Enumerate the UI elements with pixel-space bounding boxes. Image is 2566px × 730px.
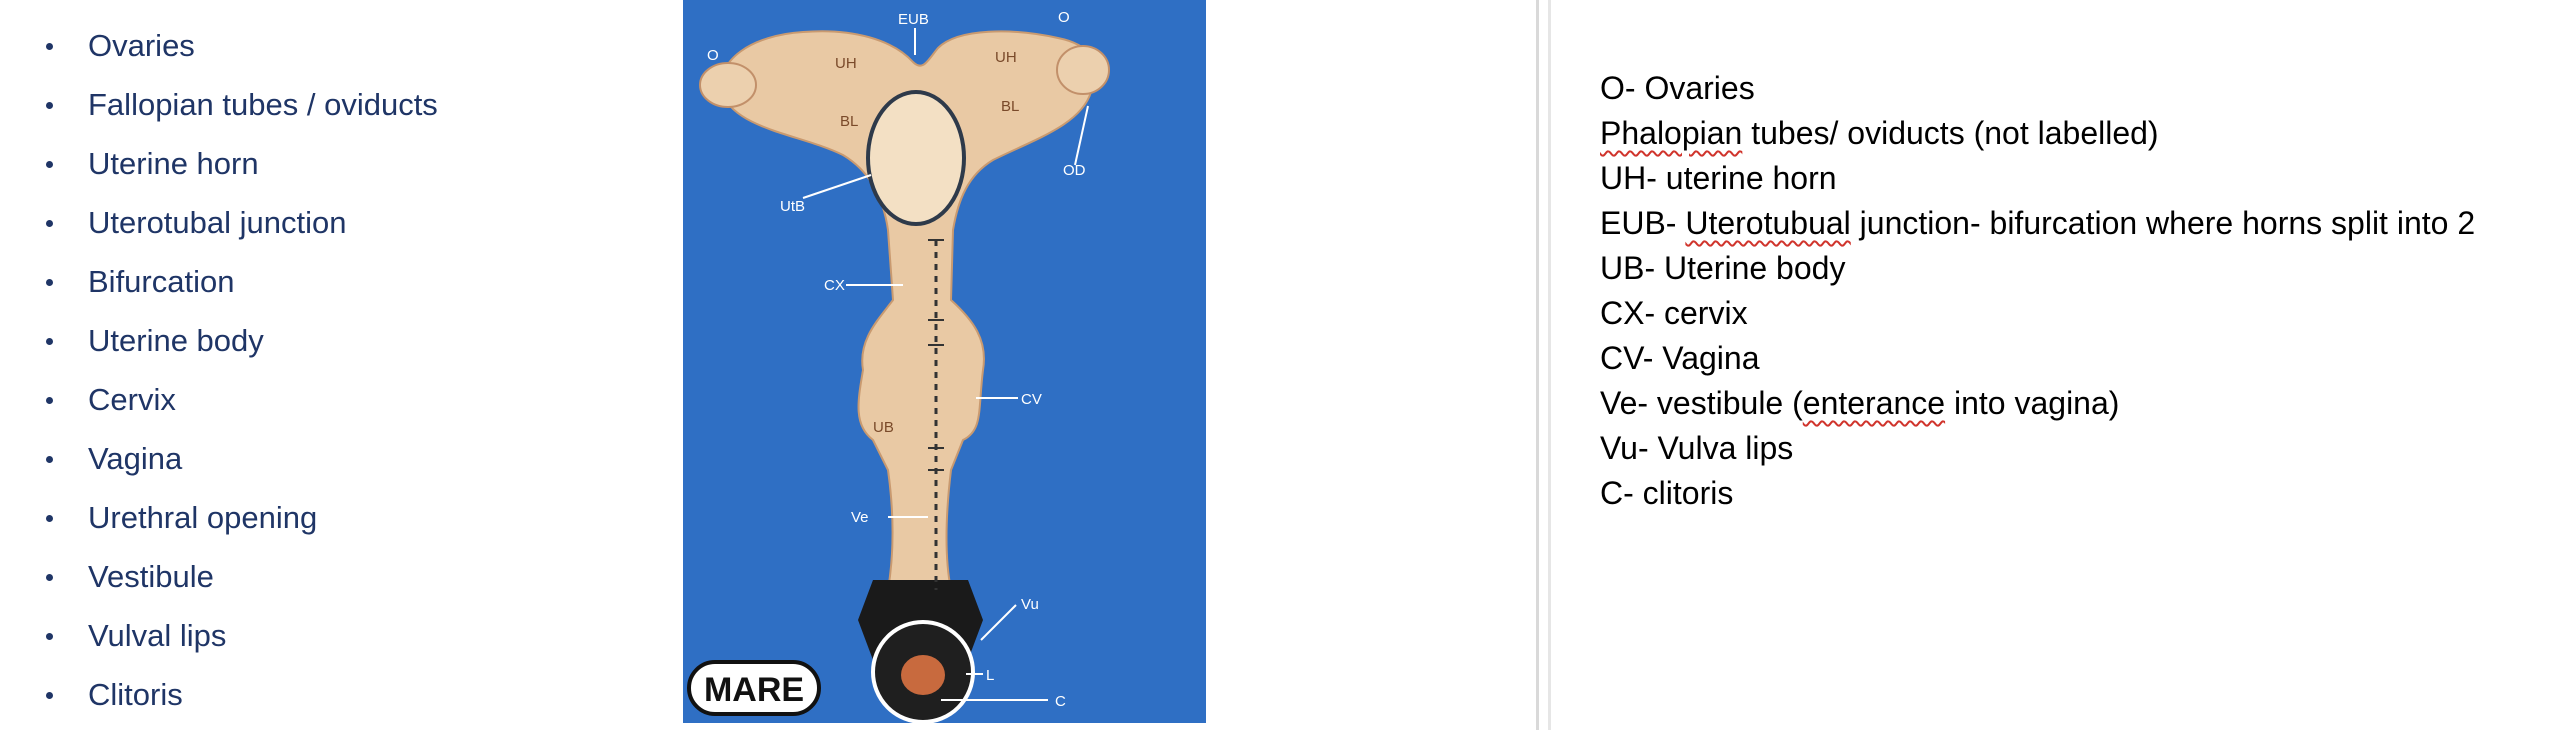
label-l: L bbox=[986, 667, 994, 684]
label-ve: Ve bbox=[851, 509, 869, 526]
note-text: into vagina) bbox=[1945, 385, 2120, 421]
list-item-text: Cervix bbox=[88, 382, 176, 417]
bullet-dot-icon bbox=[46, 161, 53, 168]
list-item-text: Uterine horn bbox=[88, 146, 259, 181]
note-text: O- Ovaries bbox=[1600, 70, 1755, 106]
label-vu: Vu bbox=[1021, 596, 1039, 613]
bullet-dot-icon bbox=[46, 692, 53, 699]
note-line: Phalopian tubes/ oviducts (not labelled) bbox=[1600, 111, 2560, 156]
diagram-illustration: EUB O O UH UH BL BL OD UtB CX CV UB Ve V… bbox=[687, 9, 1110, 723]
note-text: UB- Uterine body bbox=[1600, 250, 1846, 286]
note-line: UB- Uterine body bbox=[1600, 246, 2560, 291]
label-cv: CV bbox=[1021, 391, 1042, 408]
bullet-dot-icon bbox=[46, 279, 53, 286]
note-text: EUB- bbox=[1600, 205, 1686, 241]
list-item-text: Fallopian tubes / oviducts bbox=[88, 87, 438, 122]
leader-line bbox=[802, 174, 872, 199]
leader-line bbox=[1074, 105, 1089, 166]
mare-badge bbox=[687, 660, 821, 716]
label-c: C bbox=[1055, 693, 1066, 710]
misspelled-word: Uterotubual bbox=[1685, 205, 1851, 241]
list-item-text: Vestibule bbox=[88, 559, 214, 594]
note-text: junction- bifurcation where horns split … bbox=[1850, 205, 2476, 241]
note-line: C- clitoris bbox=[1600, 471, 2560, 516]
label-o-right: O bbox=[1058, 9, 1070, 26]
note-line: Vu- Vulva lips bbox=[1600, 426, 2560, 471]
list-item-text: Vulval lips bbox=[88, 618, 227, 653]
label-uh-left: UH bbox=[835, 55, 857, 72]
label-bl-left: BL bbox=[840, 113, 858, 130]
structure-bullet-list: Ovaries Fallopian tubes / oviducts Uteri… bbox=[0, 0, 660, 730]
bullet-dot-icon bbox=[46, 574, 53, 581]
note-text: Ve- vestibule ( bbox=[1600, 385, 1803, 421]
misspelled-word: enterance bbox=[1802, 385, 1946, 421]
list-item-text: Uterotubal junction bbox=[88, 205, 347, 240]
bullet-dot-icon bbox=[46, 43, 53, 50]
mare-watermark-text: MARE bbox=[704, 671, 804, 709]
label-uh-right: UH bbox=[995, 49, 1017, 66]
note-line: Ve- vestibule (enterance into vagina) bbox=[1600, 381, 2560, 426]
bullet-dot-icon bbox=[46, 515, 53, 522]
label-utb: UtB bbox=[780, 198, 805, 215]
label-notes: O- Ovaries Phalopian tubes/ oviducts (no… bbox=[1600, 66, 2560, 516]
note-text: CV- Vagina bbox=[1600, 340, 1760, 376]
column-divider bbox=[1548, 0, 1551, 730]
list-item-text: Uterine body bbox=[88, 323, 264, 358]
note-text: C- clitoris bbox=[1600, 475, 1734, 511]
list-item-text: Bifurcation bbox=[88, 264, 235, 299]
ovary-right-shape bbox=[1056, 45, 1110, 95]
bullet-dot-icon bbox=[46, 456, 53, 463]
note-text: Vu- Vulva lips bbox=[1600, 430, 1794, 466]
note-text: CX- cervix bbox=[1600, 295, 1748, 331]
note-line: EUB- Uterotubual junction- bifurcation w… bbox=[1600, 201, 2560, 246]
label-od: OD bbox=[1063, 162, 1086, 179]
leader-line bbox=[980, 604, 1017, 641]
ovary-left-shape bbox=[699, 62, 757, 108]
list-item-text: Ovaries bbox=[88, 28, 195, 63]
note-line: CV- Vagina bbox=[1600, 336, 2560, 381]
clitoris-shape bbox=[901, 655, 945, 695]
note-text: UH- uterine horn bbox=[1600, 160, 1837, 196]
bullet-dot-icon bbox=[46, 633, 53, 640]
reproductive-tract-diagram: EUB O O UH UH BL BL OD UtB CX CV UB Ve V… bbox=[683, 0, 1206, 723]
uterine-body-outline bbox=[866, 90, 966, 226]
list-item-text: Clitoris bbox=[88, 677, 183, 712]
list-item-text: Vagina bbox=[88, 441, 183, 476]
label-eub: EUB bbox=[898, 11, 929, 28]
note-line: UH- uterine horn bbox=[1600, 156, 2560, 201]
note-line: CX- cervix bbox=[1600, 291, 2560, 336]
bullet-dot-icon bbox=[46, 338, 53, 345]
label-bl-right: BL bbox=[1001, 98, 1019, 115]
note-text: tubes/ oviducts (not labelled) bbox=[1742, 115, 2159, 151]
label-ub: UB bbox=[873, 419, 894, 436]
bullet-dot-icon bbox=[46, 102, 53, 109]
bullet-dot-icon bbox=[46, 397, 53, 404]
note-line: O- Ovaries bbox=[1600, 66, 2560, 111]
column-divider bbox=[1536, 0, 1539, 730]
list-item-text: Urethral opening bbox=[88, 500, 318, 535]
label-cx: CX bbox=[824, 277, 845, 294]
misspelled-word: Phalopian bbox=[1600, 115, 1743, 151]
bullet-dot-icon bbox=[46, 220, 53, 227]
uterine-horns-shape bbox=[720, 30, 1097, 591]
label-o-left: O bbox=[707, 47, 719, 64]
